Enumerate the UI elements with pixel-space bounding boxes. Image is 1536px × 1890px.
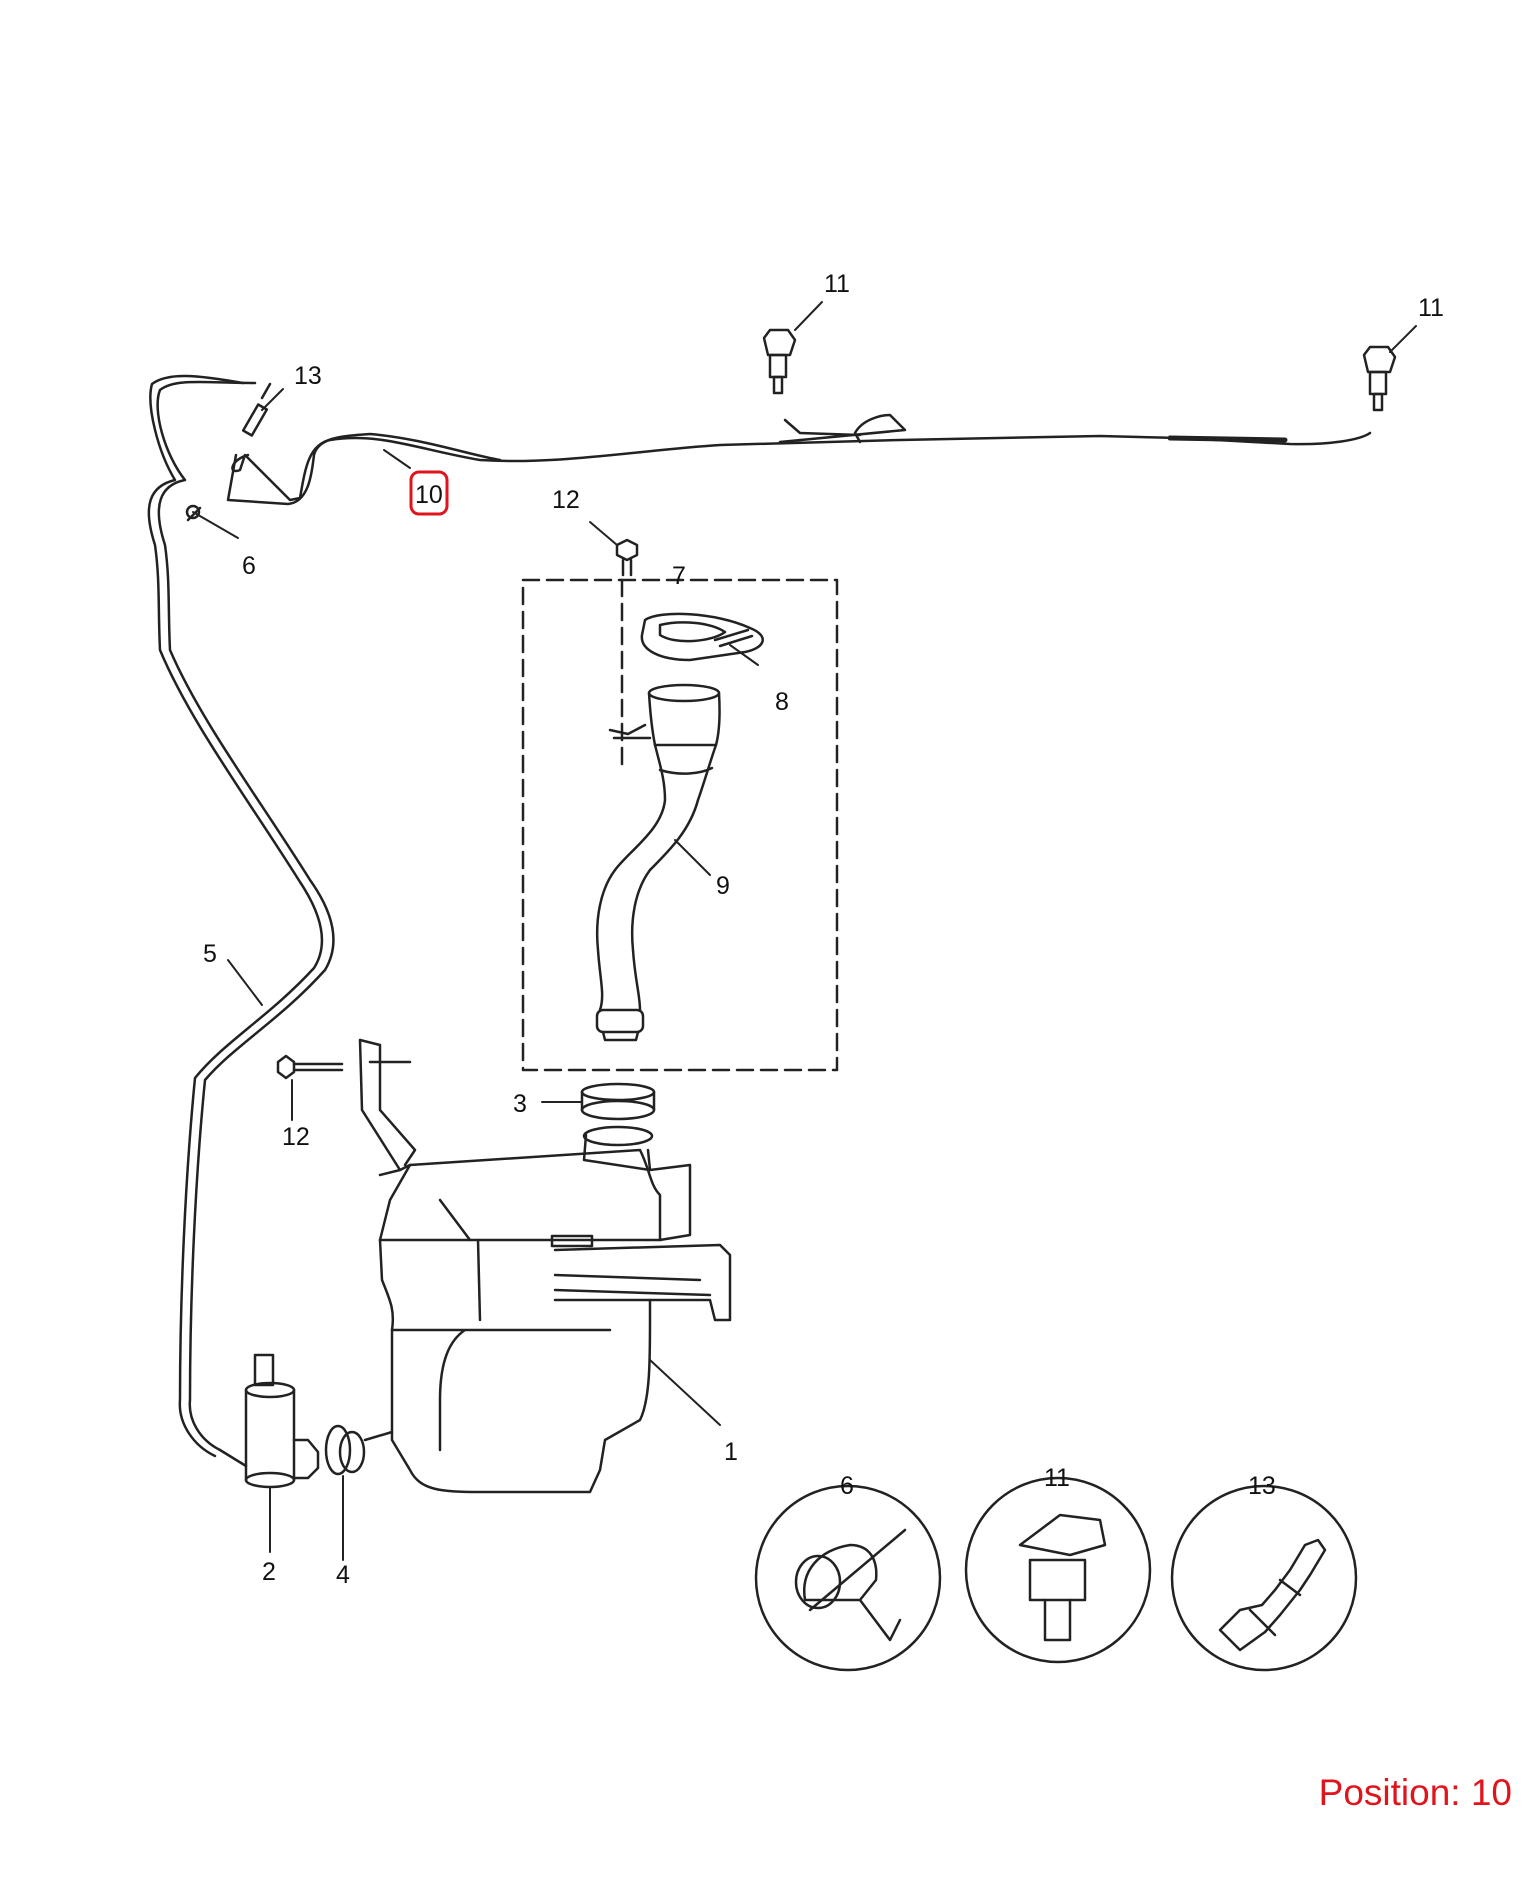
detail-label-6: 6 — [840, 1472, 854, 1500]
detail-11 — [964, 1476, 1152, 1664]
detail-6 — [754, 1484, 942, 1672]
detail-label-13: 13 — [1248, 1472, 1276, 1500]
nozzle-11-left — [762, 328, 797, 395]
callout-13[interactable]: 13 — [294, 362, 322, 390]
callout-8[interactable]: 8 — [775, 688, 789, 716]
clip-6 — [185, 504, 202, 522]
bolt-12-top — [615, 538, 639, 577]
detail-13 — [1170, 1484, 1358, 1672]
bolt-12-lower — [276, 1054, 344, 1080]
leader-lines — [192, 301, 1417, 1561]
detail-label-11: 11 — [1044, 1464, 1070, 1492]
callout-9[interactable]: 9 — [716, 872, 730, 900]
callout-4[interactable]: 4 — [336, 1561, 350, 1589]
connector-13 — [241, 382, 272, 437]
callout-12-lower[interactable]: 12 — [282, 1123, 310, 1151]
grommet-4 — [324, 1424, 394, 1476]
position-label: Position: 10 — [1318, 1772, 1512, 1813]
callout-12-top[interactable]: 12 — [552, 486, 580, 514]
callout-7[interactable]: 7 — [672, 562, 686, 590]
callout-6[interactable]: 6 — [242, 552, 256, 580]
hose-10 — [226, 413, 1372, 506]
nozzle-11-right — [1362, 345, 1397, 412]
callout-3[interactable]: 3 — [513, 1090, 527, 1118]
position-highlight — [409, 470, 449, 516]
hose-5 — [147, 374, 335, 1458]
callout-1[interactable]: 1 — [724, 1438, 738, 1466]
kit-7-box — [521, 578, 839, 1072]
seal-3 — [580, 1082, 656, 1121]
callout-10[interactable]: 10 — [415, 481, 443, 509]
callout-2[interactable]: 2 — [262, 1558, 276, 1586]
callout-11-left[interactable]: 11 — [824, 270, 850, 298]
callout-5[interactable]: 5 — [203, 940, 217, 968]
filler-cap-8 — [640, 612, 764, 662]
pump-2 — [218, 1353, 320, 1489]
reservoir-1 — [358, 1038, 732, 1494]
callout-11-right[interactable]: 11 — [1418, 294, 1444, 322]
filler-pipe-9 — [595, 683, 721, 1042]
